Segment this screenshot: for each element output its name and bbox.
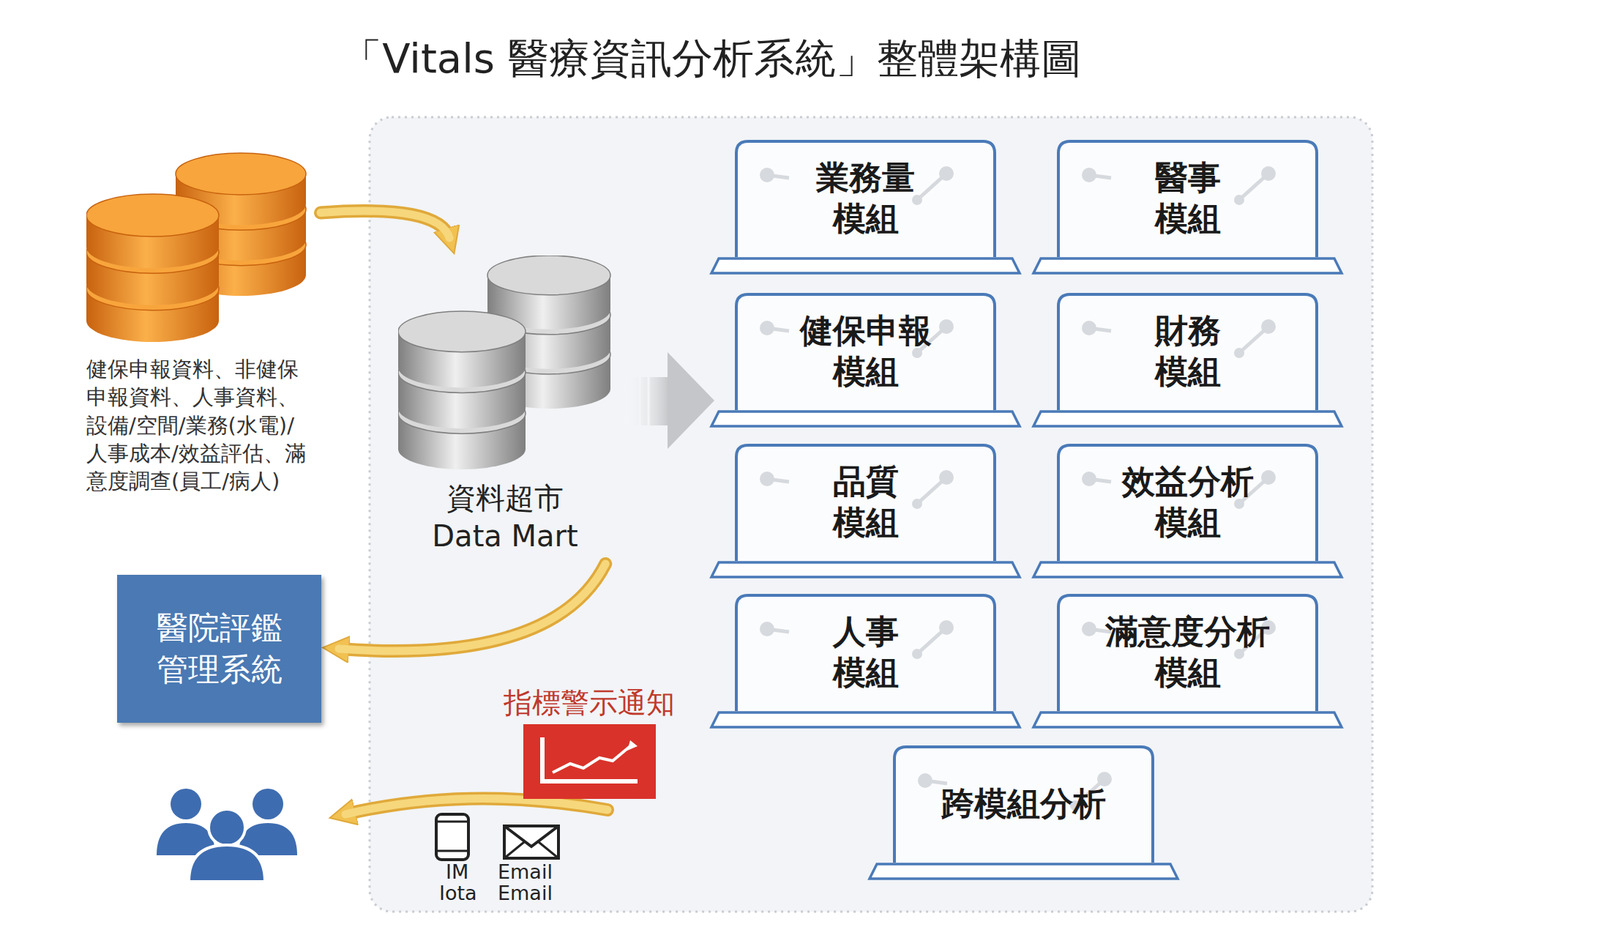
mod-node: 人事 模組 — [736, 593, 995, 711]
alert-node: 指標警示通知 — [483, 685, 696, 799]
module-name: 品質 模組 — [832, 461, 899, 544]
module-name: 效益分析 模組 — [1122, 461, 1254, 544]
hosp-node: 醫院評鑑 管理系統 — [117, 574, 322, 723]
alert-chart-icon — [523, 723, 656, 799]
flow-arrow — [320, 210, 450, 238]
source-description: 健保申報資料、非健保申報資料、人事資料、設備/空間/業務(水電)/人事成本/效益… — [86, 354, 315, 495]
module-name: 健保申報 模組 — [800, 310, 932, 394]
module-name: 業務量 模組 — [816, 157, 915, 241]
mod-node: 品質 模組 — [736, 443, 995, 561]
module-name: 滿意度分析 模組 — [1105, 611, 1270, 694]
people-icon — [156, 788, 298, 882]
alert-label: 指標警示通知 — [483, 685, 696, 721]
mod-node: 滿意度分析 模組 — [1058, 593, 1317, 711]
email-icon — [504, 825, 559, 858]
mod-node: 業務量 模組 — [736, 139, 995, 257]
database-icon — [86, 146, 315, 355]
channel-label: Email — [497, 882, 553, 903]
mod-node: 跨模組分析 — [894, 745, 1153, 863]
mart-node: 資料超市Data Mart — [398, 255, 612, 555]
module-name: 人事 模組 — [832, 611, 899, 694]
data-mart-label: 資料超市 — [398, 478, 612, 517]
system-panel — [369, 117, 1373, 912]
module-name: 醫事 模組 — [1154, 157, 1221, 241]
module-name: 財務 模組 — [1154, 310, 1221, 394]
diagram-title: 「Vitals 醫療資訊分析系統」整體架構圖 — [199, 32, 1224, 86]
mod-node: 效益分析 模組 — [1058, 443, 1317, 561]
data-mart-label: Data Mart — [398, 516, 612, 555]
channel-label: IM — [445, 861, 469, 882]
channel-label: Iota — [439, 882, 478, 903]
channel-label: Email — [497, 861, 553, 882]
notify-arrow — [345, 797, 608, 814]
system-name: 醫院評鑑 管理系統 — [156, 606, 283, 691]
notify-arrow-inner — [345, 797, 608, 814]
phone-icon — [436, 813, 469, 860]
flow-arrow — [338, 563, 606, 651]
mod-node: 健保申報 模組 — [736, 292, 995, 410]
mod-node: 醫事 模組 — [1058, 139, 1317, 257]
src-node: 健保申報資料、非健保申報資料、人事資料、設備/空間/業務(水電)/人事成本/效益… — [86, 146, 315, 495]
module-name: 跨模組分析 — [941, 783, 1106, 825]
block-arrow — [622, 352, 715, 449]
mod-node: 財務 模組 — [1058, 292, 1317, 410]
data-mart-icon — [398, 255, 612, 479]
